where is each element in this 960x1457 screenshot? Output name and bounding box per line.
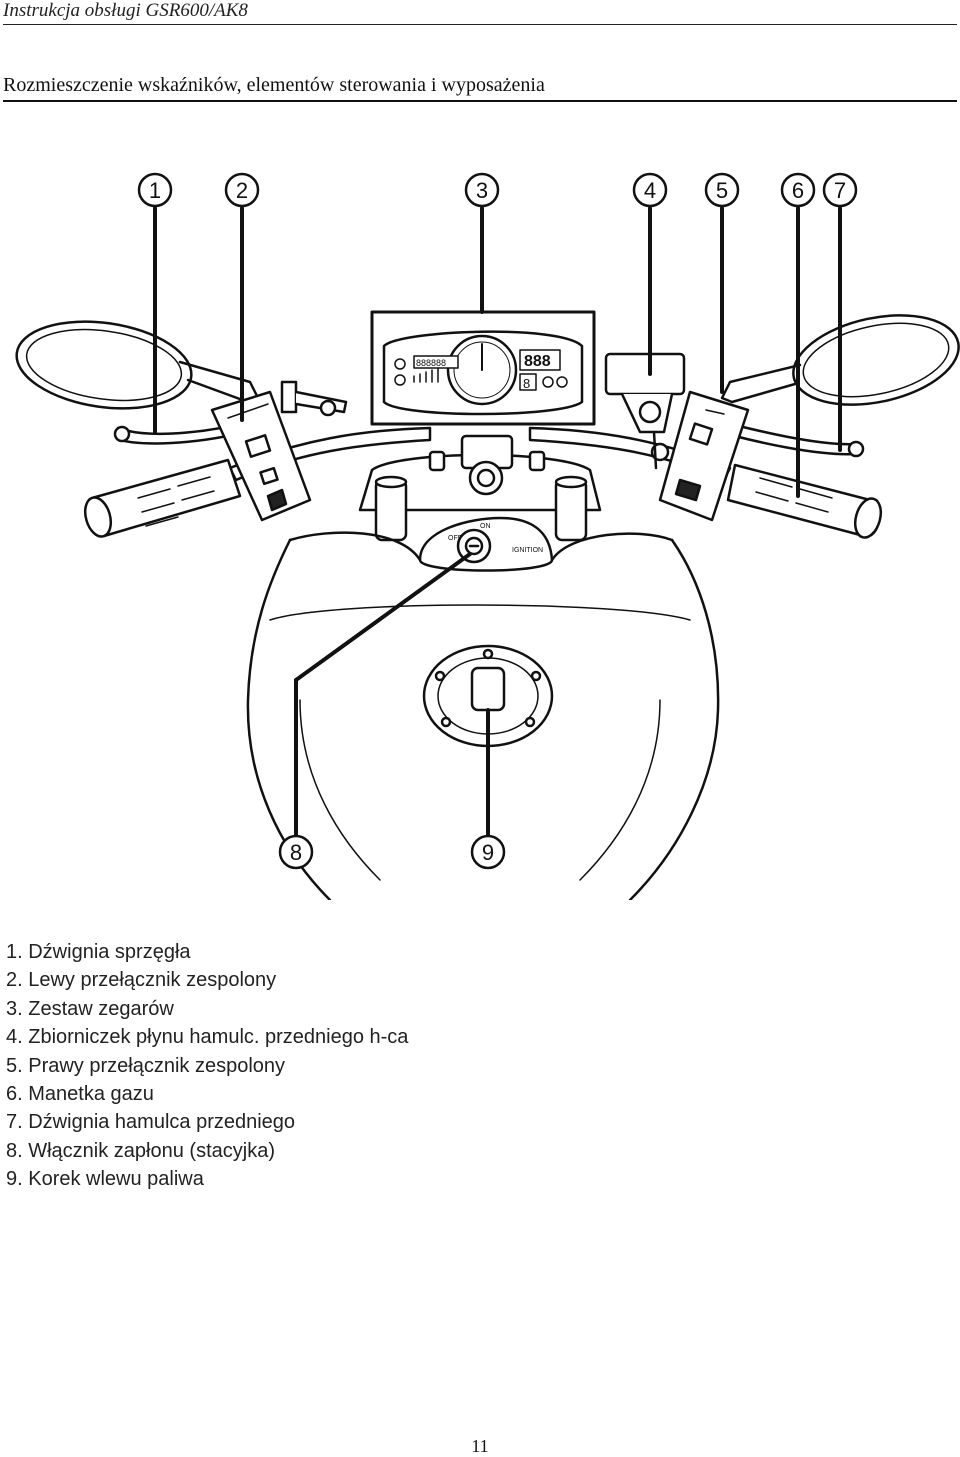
legend-item: 8. Włącznik zapłonu (stacyjka) (6, 1139, 275, 1162)
right-fork-tube (554, 478, 588, 542)
leader-line-8 (294, 552, 472, 838)
ignition-label: IGNITION (512, 547, 543, 554)
running-title: Instrukcja obsługi GSR600/AK8 (3, 0, 248, 21)
callout-8 (278, 834, 314, 870)
callout-3 (464, 172, 500, 208)
right-mirror (792, 314, 960, 406)
left-mirror (15, 320, 193, 410)
legend-item: 3. Zestaw zegarów (6, 997, 174, 1020)
callout-9 (470, 834, 506, 870)
section-title-bar: Rozmieszczenie wskaźników, elementów ste… (3, 72, 957, 102)
callout-label-2: 2 (236, 178, 248, 203)
callout-label-3: 3 (476, 178, 488, 203)
brake-fluid-reservoir (604, 352, 686, 470)
speed-digits: 888 (524, 353, 551, 370)
legend-item: 7. Dźwignia hamulca przedniego (6, 1111, 296, 1134)
callout-label-1: 1 (149, 178, 161, 203)
callout-2 (224, 172, 260, 208)
right-switch-housing (658, 390, 750, 522)
callout-6 (780, 172, 816, 208)
odometer-digits: 888888 (416, 358, 446, 368)
ignition-switch (418, 516, 554, 572)
left-switch-housing (210, 380, 348, 522)
handlebar-diagram: 888888 888 8 ON OFF IGNITION 1 2 3 4 5 6 (15, 172, 960, 900)
callout-label-4: 4 (644, 178, 656, 203)
right-mirror-stem (720, 363, 802, 404)
component-legend: 1. Dźwignia sprzęgła 2. Lewy przełącznik… (6, 938, 408, 1194)
ignition-off-label: OFF (448, 535, 462, 542)
callout-5 (704, 172, 740, 208)
callout-label-8: 8 (290, 840, 302, 865)
running-header: Instrukcja obsługi GSR600/AK8 (3, 0, 957, 25)
legend-item: 4. Zbiorniczek płynu hamulc. przedniego … (6, 1026, 409, 1049)
callout-label-9: 9 (482, 840, 494, 865)
callout-label-6: 6 (792, 178, 804, 203)
section-title: Rozmieszczenie wskaźników, elementów ste… (3, 74, 545, 96)
callout-4 (632, 172, 668, 208)
legend-item: 2. Lewy przełącznik zespolony (6, 969, 277, 992)
instrument-cluster (382, 330, 584, 416)
callout-7 (822, 172, 858, 208)
callout-label-5: 5 (716, 178, 728, 203)
ignition-on-label: ON (480, 523, 491, 530)
gear-digit: 8 (523, 376, 530, 391)
legend-item: 9. Korek wlewu paliwa (6, 1168, 204, 1191)
legend-item: 5. Prawy przełącznik zespolony (6, 1054, 286, 1077)
page-number: 11 (471, 1436, 489, 1456)
legend-item: 1. Dźwignia sprzęgła (6, 941, 191, 963)
callout-1 (137, 172, 173, 208)
left-fork-tube (374, 478, 408, 542)
callout-label-7: 7 (834, 178, 846, 203)
legend-item: 6. Manetka gazu (6, 1083, 154, 1106)
